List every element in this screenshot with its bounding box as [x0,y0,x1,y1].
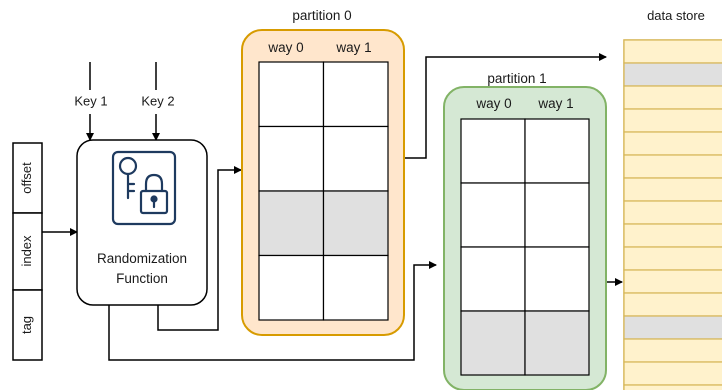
partition0-set3-way0 [258,254,325,321]
key1-label: Key 1 [74,93,107,108]
data-store-entry [623,269,722,294]
data-store: data store [623,8,722,390]
connectors [42,53,623,361]
offset-field [12,142,43,214]
partition1-set3-way1 [524,310,590,376]
data-store-entry [623,62,722,87]
partition1-title: partition 1 [487,71,546,86]
partition1-way1-label: way 1 [537,96,573,111]
data-store-entry [623,315,722,340]
data-store-entry [623,246,722,271]
key2-box: Key 2 [131,90,183,112]
randomization-function: Randomization Function [76,139,208,306]
partition0-set3-way1 [322,254,389,321]
function-label-line1: Randomization [97,251,187,266]
data-store-entry [623,177,722,202]
data-store-title: data store [647,8,705,23]
tag-field [12,289,43,361]
data-store-entry [623,39,722,64]
partition0-set1-way0 [258,125,325,192]
partition0-way1-label: way 1 [335,40,371,55]
address-fields: offset index tag [12,142,43,361]
index-field [12,212,43,291]
data-store-entry [623,292,722,317]
partition0-set2-way1 [322,190,389,257]
key-and-lock-icon [111,150,177,226]
partition1-set1-way1 [524,182,590,248]
offset-label: offset [19,162,34,194]
data-store-entry [623,338,722,363]
partition1-sets [460,118,590,376]
partition0-title: partition 0 [292,8,351,23]
partition1-way0-label: way 0 [475,96,511,111]
data-store-entry [623,85,722,110]
partition0-set1-way1 [322,125,389,192]
partition-1: partition 1 way 0 way 1 [443,71,607,390]
function-label-line2: Function [116,271,168,286]
partition0-set0-way1 [322,61,389,128]
partition1-set1-way0 [460,182,526,248]
partition0-set0-way0 [258,61,325,128]
data-store-entry [623,131,722,156]
data-store-entry [623,154,722,179]
key2-label: Key 2 [141,93,174,108]
function-to-partition0-arrow [157,166,242,331]
tag-label: tag [19,316,34,334]
partition0-set2-way0 [258,190,325,257]
key1-box: Key 1 [65,90,117,112]
partition-0: partition 0 way 0 way 1 [241,8,405,336]
data-store-entry [623,108,722,133]
partition0-to-datastore-arrow [388,53,607,159]
partition1-set0-way1 [524,118,590,184]
data-store-entry [623,361,722,386]
partition1-set3-way0 [460,310,526,376]
partition0-way0-label: way 0 [267,40,303,55]
data-store-entry [623,384,722,390]
partition1-set0-way0 [460,118,526,184]
partition1-set2-way0 [460,246,526,312]
data-store-entries [623,39,722,390]
index-label: index [19,235,34,267]
partition0-sets [258,61,389,321]
data-store-entry [623,200,722,225]
function-to-partition1-arrow [108,261,437,361]
data-store-entry [623,223,722,248]
partition1-set2-way1 [524,246,590,312]
